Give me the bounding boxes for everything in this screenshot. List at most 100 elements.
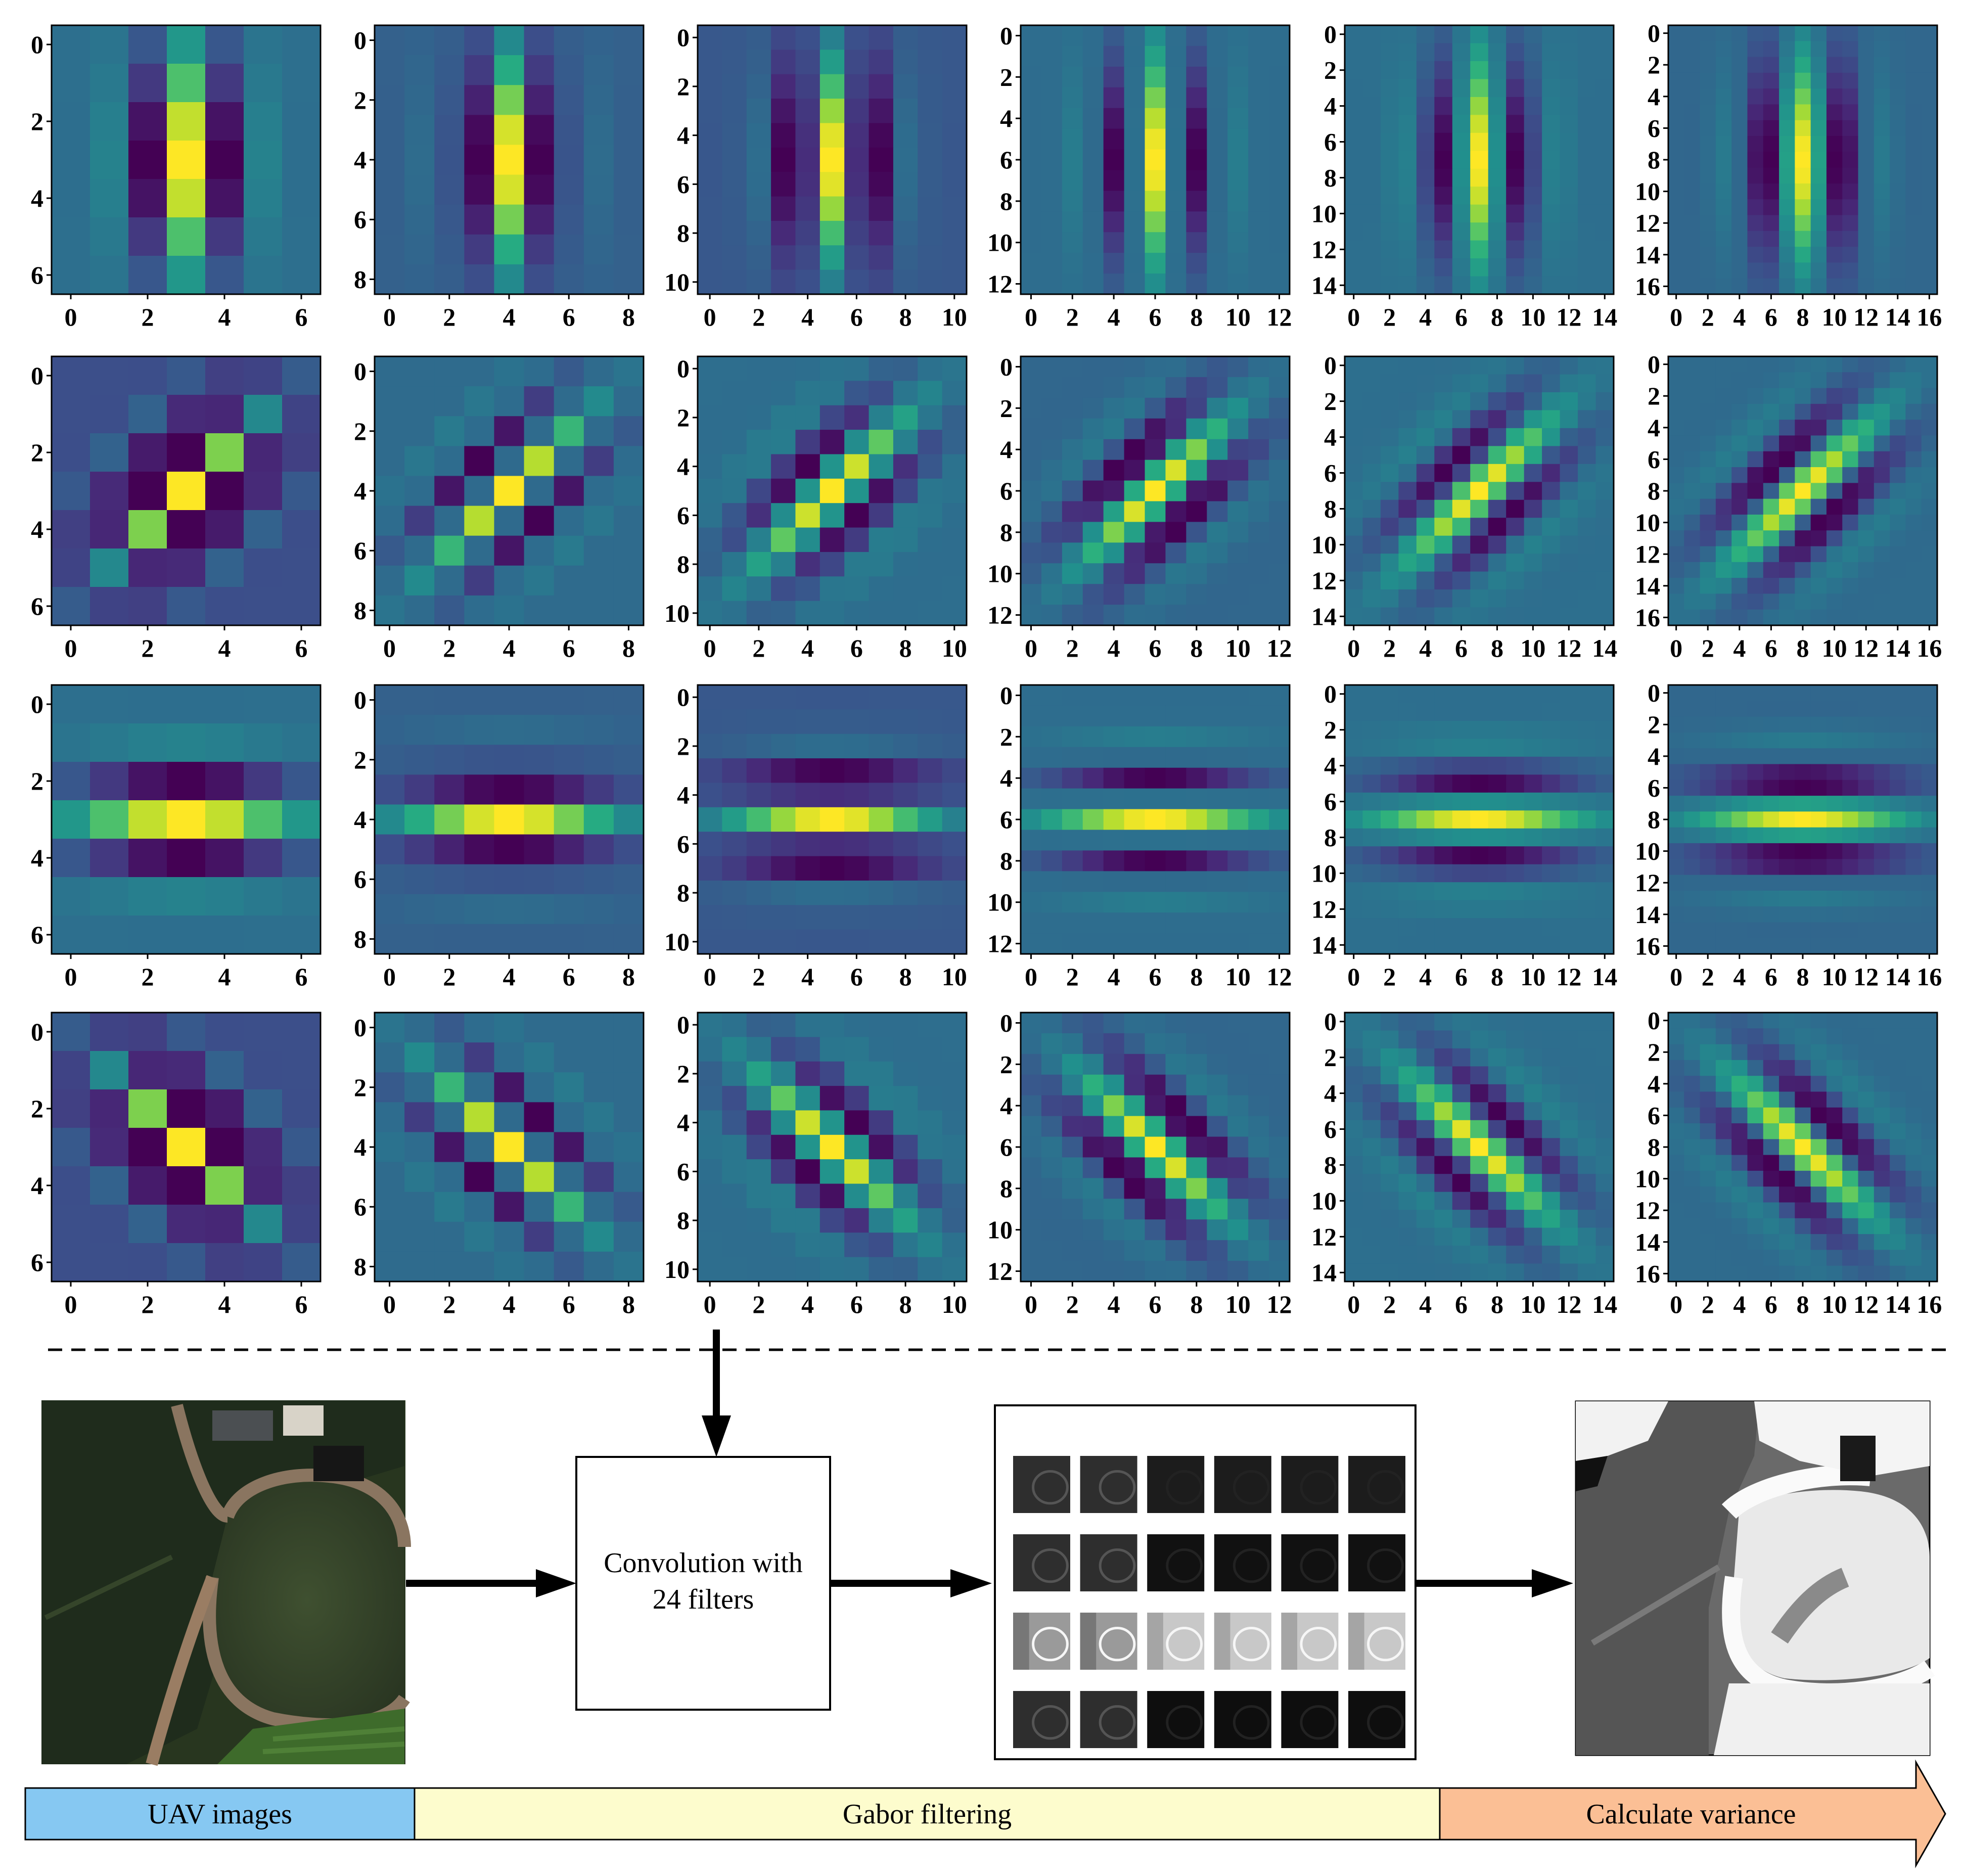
- kernel-cell: [1810, 1186, 1827, 1203]
- kernel-cell: [1207, 1054, 1228, 1075]
- kernel-cell: [698, 1110, 723, 1135]
- kernel-cell: [1186, 418, 1208, 440]
- kernel-cell: [1668, 120, 1685, 136]
- kernel-cell: [746, 25, 771, 51]
- kernel-cell: [434, 1072, 465, 1103]
- kernel-cell: [244, 723, 283, 762]
- kernel-cell: [554, 864, 584, 895]
- kernel-cell: [722, 269, 747, 295]
- kernel-cell: [1542, 720, 1561, 740]
- kernel-cell: [1810, 199, 1827, 216]
- kernel-cell: [494, 386, 525, 417]
- kernel-cell: [1810, 514, 1827, 531]
- kernel-cell: [1747, 1186, 1764, 1203]
- kernel-cell: [1700, 1107, 1716, 1124]
- kernel-cell: [1082, 767, 1104, 789]
- kernel-cell: [1524, 482, 1542, 500]
- kernel-cell: [1082, 1054, 1104, 1075]
- kernel-cell: [1595, 356, 1614, 375]
- kernel-cell: [1082, 912, 1104, 934]
- kernel-cell: [494, 715, 525, 746]
- kernel-cell: [942, 758, 967, 784]
- kernel-cell: [1041, 211, 1063, 233]
- kernel-cell: [918, 601, 943, 626]
- kernel-cell: [746, 405, 771, 430]
- x-tick-label: 4: [1733, 634, 1746, 662]
- kernel-cell: [1434, 482, 1453, 500]
- kernel-cell: [1542, 1246, 1561, 1264]
- kernel-cell: [1207, 1178, 1228, 1200]
- x-tick-label: 8: [1797, 634, 1809, 662]
- kernel-cell: [698, 783, 723, 808]
- kernel-cell: [1248, 128, 1269, 150]
- kernel-cell: [1269, 1033, 1290, 1055]
- kernel-cell: [1578, 1156, 1596, 1174]
- kernel-cell: [771, 381, 796, 406]
- kernel-cell: [844, 685, 870, 710]
- kernel-cell: [524, 535, 555, 566]
- kernel-cell: [1542, 882, 1561, 901]
- kernel-cell: [1874, 262, 1890, 279]
- kernel-cell: [1826, 578, 1843, 594]
- kernel-cell: [1578, 1227, 1596, 1246]
- kernel-cell: [1542, 900, 1561, 919]
- kernel-cell: [1207, 1199, 1228, 1220]
- kernel-cell: [583, 145, 614, 175]
- kernel-cell: [918, 1208, 943, 1233]
- kernel-cell: [1470, 392, 1489, 411]
- kernel-cell: [1795, 716, 1811, 733]
- kernel-cell: [1062, 1178, 1083, 1200]
- kernel-cell: [244, 685, 283, 724]
- kernel-cell: [524, 1251, 555, 1282]
- kernel-cell: [819, 454, 845, 479]
- kernel-cell: [1248, 232, 1269, 253]
- kernel-cell: [1826, 1091, 1843, 1108]
- kernel-cell: [1103, 356, 1125, 378]
- kernel-cell: [244, 548, 283, 587]
- kernel-cell: [434, 1162, 465, 1193]
- kernel-cell: [1700, 890, 1716, 907]
- kernel-cell: [1452, 410, 1471, 429]
- kernel-cell: [1795, 1250, 1811, 1266]
- kernel-cell: [1103, 1157, 1125, 1179]
- kernel-cell: [1810, 609, 1827, 626]
- kernel-cell: [1524, 554, 1542, 572]
- kernel-cell: [1362, 410, 1381, 429]
- kernel-cell: [1380, 151, 1399, 169]
- kernel-cell: [1062, 809, 1083, 831]
- kernel-cell: [1434, 518, 1453, 536]
- kernel-cell: [942, 269, 967, 295]
- y-tick-label: 0: [677, 354, 690, 383]
- kernel-cell: [722, 430, 747, 455]
- kernel-cell: [1062, 892, 1083, 913]
- kernel-cell: [1595, 607, 1614, 626]
- kernel-cell: [1452, 900, 1471, 919]
- kernel-cell: [1248, 273, 1269, 295]
- y-tick-label: 4: [31, 844, 43, 872]
- kernel-cell: [1062, 1095, 1083, 1117]
- kernel-cell: [1062, 191, 1083, 212]
- kernel-cell: [1488, 410, 1507, 429]
- kernel-cell: [1595, 1066, 1614, 1085]
- kernel-cell: [1165, 912, 1187, 934]
- x-tick-label: 8: [1491, 963, 1503, 991]
- kernel-cell: [722, 783, 747, 808]
- kernel-cell: [795, 478, 820, 504]
- kernel-cell: [893, 1086, 919, 1111]
- kernel-cell: [1826, 215, 1843, 232]
- y-tick-label: 10: [664, 928, 690, 956]
- kernel-cell: [1082, 1116, 1104, 1137]
- kernel-cell: [1747, 1091, 1764, 1108]
- kernel-cell: [1890, 578, 1906, 594]
- x-tick-label: 0: [65, 303, 77, 331]
- kernel-cell: [1524, 918, 1542, 937]
- kernel-cell: [942, 50, 967, 75]
- kernel-cell: [1795, 57, 1811, 73]
- kernel-cell: [1021, 1199, 1042, 1220]
- kernel-cell: [1905, 578, 1922, 594]
- kernel-cell: [795, 172, 820, 197]
- kernel-cell: [1165, 25, 1187, 47]
- kernel-cell: [128, 102, 167, 141]
- kernel-cell: [128, 395, 167, 434]
